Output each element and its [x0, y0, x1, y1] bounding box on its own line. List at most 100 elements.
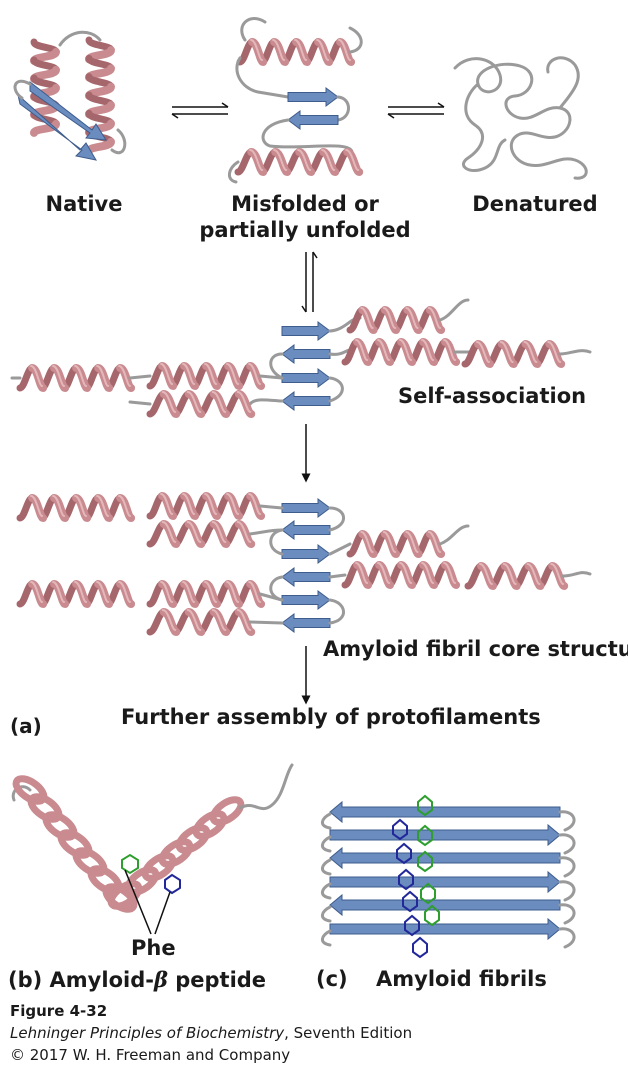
coil-segment: [235, 56, 290, 99]
misfolded-label-line2: partially unfolded: [199, 218, 411, 242]
coil-segment: [238, 763, 294, 811]
coil-segment: [558, 833, 576, 855]
panel-c-title: Amyloid fibrils: [376, 967, 547, 991]
alpha-helix: [341, 338, 461, 366]
alpha-helix: [146, 390, 256, 418]
equilibrium-arrow-misfolded-denatured: [387, 102, 445, 119]
coil-segment: [558, 810, 576, 832]
beta-strand: [29, 80, 107, 141]
beta-strand: [281, 498, 331, 518]
alpha-helix: [341, 561, 461, 589]
alpha-helix: [146, 492, 266, 520]
book-edition: , Seventh Edition: [284, 1024, 413, 1042]
beta-strand: [281, 321, 331, 341]
panel-c-tag: (c): [316, 967, 348, 991]
fibril-core-label: Amyloid fibril core structure: [323, 637, 628, 661]
beta-strand: [281, 544, 331, 564]
coil-segment: [561, 571, 592, 578]
coil-segment: [321, 929, 332, 947]
figure-number: Figure 4-32: [10, 1002, 108, 1020]
coil-segment: [58, 30, 102, 47]
native-protein-structure: [13, 30, 127, 161]
fibril-core-assembly: [16, 492, 592, 636]
coil-segment: [269, 352, 284, 380]
phe-side-chain-blue: [396, 842, 412, 865]
denatured-label: Denatured: [472, 192, 598, 216]
phe-side-chain-blue: [402, 890, 418, 913]
coil-segment: [128, 400, 152, 406]
alpha-helix: [16, 364, 136, 392]
coil-segment: [248, 398, 284, 406]
coil-segment: [328, 506, 345, 532]
panel-a-tag: (a): [10, 714, 42, 738]
coil-segment: [558, 927, 576, 949]
phe-label: Phe: [131, 936, 176, 960]
coil-segment: [348, 26, 363, 54]
helix-turn: [107, 880, 143, 910]
coil-segment: [438, 524, 470, 546]
alpha-helix: [146, 608, 256, 636]
coil-segment: [328, 376, 344, 403]
phe-side-chain-green: [424, 904, 440, 927]
beta-strand: [329, 917, 561, 941]
panel-b-title-symbol: β: [153, 967, 168, 992]
equilibrium-arrow-native-misfolded: [171, 102, 229, 119]
panel-b-tag: (b): [8, 968, 43, 992]
coil-segment: [321, 905, 332, 923]
equilibrium-arrow-vertical: [301, 251, 318, 313]
amyloid-beta-peptide-structure: [11, 763, 294, 935]
phe-side-chain-blue: [404, 914, 420, 937]
coil-segment: [558, 856, 576, 878]
helix-turn: [209, 796, 245, 826]
beta-strand: [281, 613, 331, 633]
phe-pointer-line: [154, 891, 171, 935]
panel-b-title-prefix: Amyloid-: [49, 968, 154, 992]
beta-strand: [287, 110, 339, 130]
beta-strand: [329, 846, 561, 870]
beta-strand: [281, 368, 331, 388]
beta-strand: [329, 893, 561, 917]
coil-segment: [248, 620, 284, 625]
coil-segment: [328, 598, 345, 625]
coil-segment: [261, 118, 354, 154]
phe-pointer-line: [124, 869, 152, 935]
amyloid-fibrils-structure: [321, 794, 576, 959]
phe-side-chain-green: [417, 794, 433, 817]
misfolded-protein-structure: [228, 17, 364, 184]
coil-segment: [438, 298, 470, 322]
alpha-helix: [16, 494, 136, 522]
beta-strand: [17, 93, 97, 161]
alpha-helix: [146, 362, 266, 390]
phe-side-chain-blue: [412, 936, 428, 959]
coil-segment: [269, 528, 284, 556]
phe-side-chain-green: [417, 850, 433, 873]
beta-strand: [329, 823, 561, 847]
coil-segment: [240, 17, 267, 42]
coil-segment: [558, 880, 576, 902]
coil-segment: [336, 95, 350, 122]
coil-segment: [558, 903, 576, 925]
phe-side-chain-blue: [164, 873, 181, 895]
coil-segment: [228, 160, 240, 184]
coil-segment: [258, 504, 284, 510]
alpha-helix: [236, 38, 356, 66]
book-title: Lehninger Principles of Biochemistry: [10, 1024, 285, 1042]
beta-strand: [329, 870, 561, 894]
coil-segment: [321, 812, 332, 830]
alpha-helix: [16, 580, 136, 608]
helix-turn: [124, 866, 160, 896]
self-association-assembly: [10, 298, 592, 418]
self-association-label: Self-association: [398, 384, 587, 408]
coil-segment: [110, 128, 127, 154]
coil-segment: [321, 858, 332, 876]
coil-segment: [321, 835, 332, 853]
beta-strand: [329, 800, 561, 824]
alpha-helix: [346, 306, 446, 334]
coil-segment: [269, 575, 284, 602]
denatured-random-coil: [453, 56, 588, 180]
helix-turn: [158, 838, 194, 868]
panel-b-title: (b) Amyloid-β peptide: [8, 967, 266, 992]
alpha-helix: [30, 38, 60, 137]
beta-strand: [281, 344, 331, 364]
beta-strand: [281, 590, 331, 610]
